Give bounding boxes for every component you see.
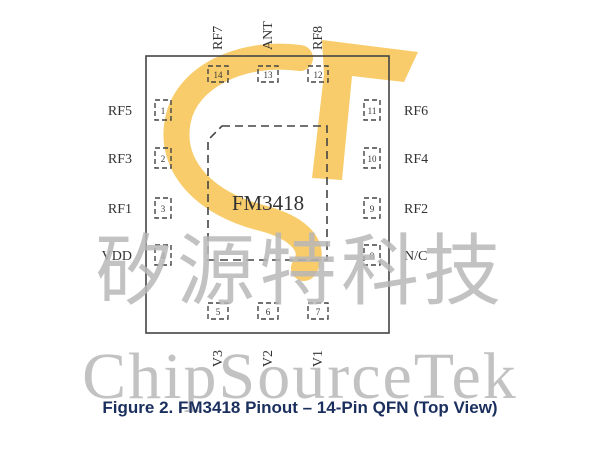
- pin-label: RF6: [404, 104, 428, 119]
- pin-number: 9: [370, 204, 375, 214]
- pin-pad: [154, 99, 172, 121]
- pin-pad: [257, 302, 279, 320]
- pin-number: 10: [368, 154, 378, 164]
- watermark-text: 矽源特科技 ChipSourceTek: [82, 228, 518, 413]
- pin-number: 1: [161, 106, 166, 116]
- package-outline: [145, 55, 390, 334]
- logo-arc: [163, 43, 322, 281]
- exposed-pad: [207, 125, 328, 261]
- pin-number: 8: [370, 251, 375, 261]
- pin-label: RF4: [404, 152, 428, 167]
- pin-pad: [154, 244, 172, 266]
- pin-pad: [207, 302, 229, 320]
- pin-number: 12: [314, 70, 323, 80]
- logo-bar: [312, 40, 418, 180]
- pin-number: 2: [161, 154, 166, 164]
- pin-label: N/C: [404, 249, 427, 264]
- watermark-chinese: 矽源特科技: [95, 228, 505, 315]
- pin-pad: [363, 99, 381, 121]
- pin-number: 3: [161, 204, 166, 214]
- pin-pad: [363, 197, 381, 219]
- pin-pad: [207, 65, 229, 83]
- pin-number: 14: [214, 70, 224, 80]
- pin-number: 4: [161, 251, 166, 261]
- pin-pad: [307, 302, 329, 320]
- pin-label: RF1: [108, 202, 132, 217]
- pin-number: 13: [264, 70, 274, 80]
- pin-number: 5: [216, 307, 221, 317]
- pin-pad: [154, 147, 172, 169]
- pin-number: 11: [368, 106, 377, 116]
- pin-pad: [257, 65, 279, 83]
- pin-number: 6: [266, 307, 271, 317]
- figure-caption: Figure 2. FM3418 Pinout – 14-Pin QFN (To…: [102, 398, 498, 417]
- chipsourcetek-logo: [163, 40, 418, 281]
- pin-pad: [363, 147, 381, 169]
- pin-label: RF2: [404, 202, 428, 217]
- pin-number: 7: [316, 307, 321, 317]
- pin-group: 1 RF5 2 RF3 3 RF1 4 VDD 8 N/C 9 RF2 10 RF4 11 RF6 5V3 6V2…: [102, 21, 428, 367]
- watermark-english: ChipSourceTek: [82, 340, 518, 413]
- pin-pad: [154, 197, 172, 219]
- pin-label: V2: [261, 350, 276, 367]
- pin-label: VDD: [102, 249, 132, 264]
- pin-pad: [307, 65, 329, 83]
- pin-label: RF3: [108, 152, 132, 167]
- pin-label: RF7: [211, 26, 226, 50]
- pin-label: V3: [211, 350, 226, 367]
- pin-label: ANT: [261, 21, 276, 50]
- pin-label: RF8: [311, 26, 326, 50]
- pin-label: RF5: [108, 104, 132, 119]
- pin-pad: [363, 244, 381, 266]
- pin-label: V1: [311, 350, 326, 367]
- chip-label: FM3418: [232, 191, 304, 215]
